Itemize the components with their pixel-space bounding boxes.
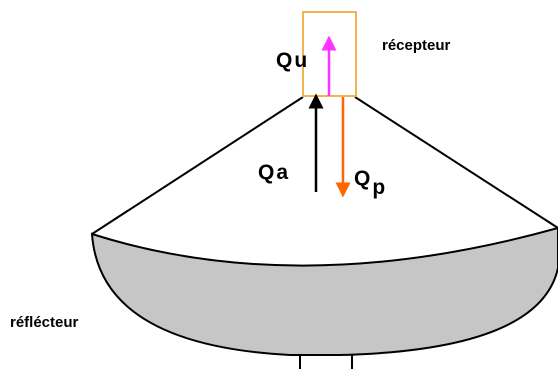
ray-right <box>354 96 558 229</box>
lost-flux-label: Qp <box>354 167 387 198</box>
useful-flux-symbol: Q <box>276 49 295 72</box>
absorbed-flux-symbol: Q <box>258 161 277 184</box>
receiver-label: récepteur <box>382 37 451 54</box>
absorbed-flux-label: Qa <box>258 162 290 183</box>
ray-left <box>91 96 304 235</box>
lost-flux-subscript: p <box>372 176 388 199</box>
lost-flux-symbol: Q <box>354 167 373 190</box>
useful-flux-label: Qu <box>276 50 309 71</box>
reflector-label: réflécteur <box>10 314 79 331</box>
reflector-dish <box>90 226 558 356</box>
absorbed-flux-subscript: a <box>276 161 291 184</box>
useful-flux-subscript: u <box>294 49 310 72</box>
